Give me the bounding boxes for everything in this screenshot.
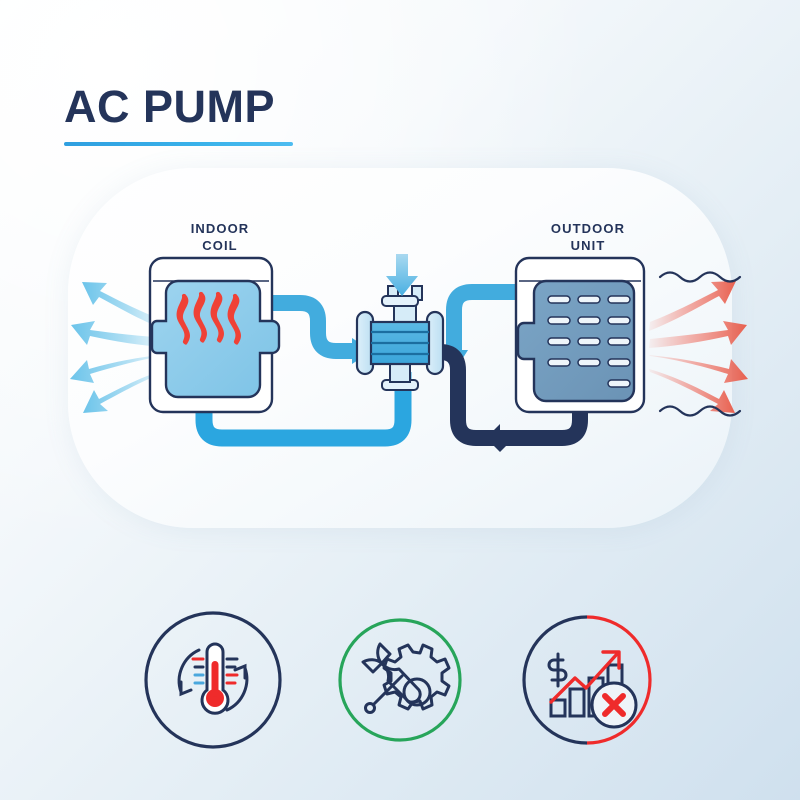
title-underline: [64, 142, 293, 146]
cost-ring-left: [522, 615, 588, 745]
indoor-coil-label: INDOOR COIL: [190, 221, 250, 253]
temperature-ring: [144, 611, 282, 749]
gear-icon: [382, 643, 451, 711]
cycle-arrows-icon: [177, 648, 249, 712]
blocked-badge-icon: [590, 681, 638, 729]
feature-maintenance[interactable]: [324, 604, 476, 756]
growth-arrow-icon: [549, 650, 621, 704]
feature-icon-row: [0, 604, 800, 756]
temperature-scale-ticks: [191, 657, 239, 685]
maintenance-ring: [338, 618, 462, 742]
outdoor-unit-label: OUTDOOR UNIT: [550, 221, 626, 253]
feature-temperature-control[interactable]: [137, 604, 289, 756]
page-title: AC PUMP: [64, 81, 276, 132]
cost-ring-right: [586, 615, 652, 745]
feature-cost-savings[interactable]: [511, 604, 663, 756]
title-block: AC PUMP: [64, 82, 484, 146]
thermometer-icon: [200, 642, 230, 715]
dollar-sign-icon: [547, 652, 568, 688]
